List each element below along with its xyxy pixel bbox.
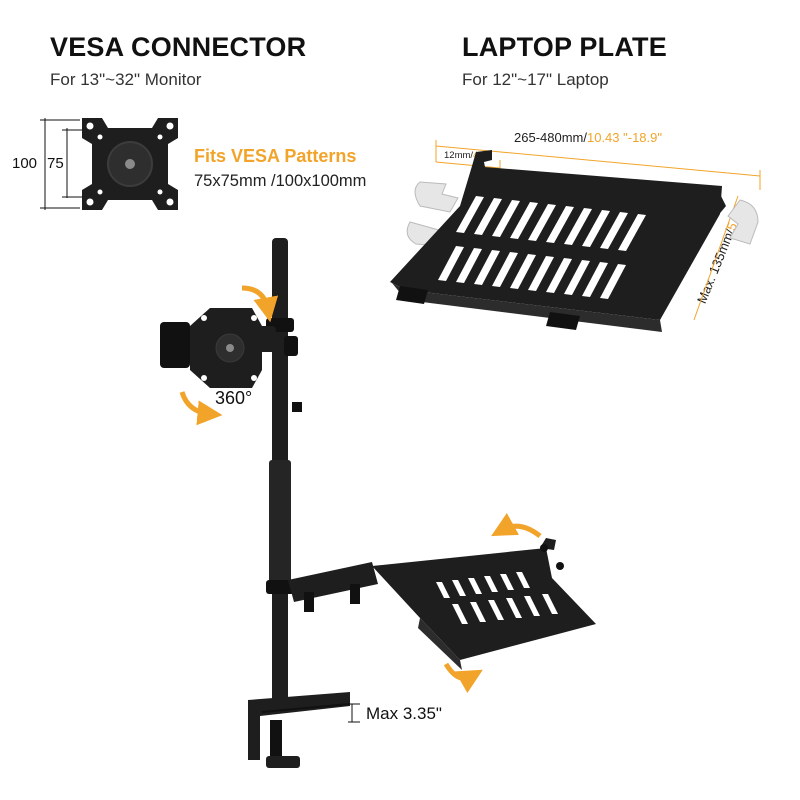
vesa-connector-title: VESA CONNECTOR [50, 32, 307, 62]
laptop-plate-diagram [390, 140, 761, 332]
vesa-dim-inner-label: 75 [47, 155, 64, 172]
laptop-rotate-arrow-top [491, 513, 542, 538]
clip-depth-mm: 12mm/ [444, 150, 474, 161]
rotate-arrow-bottom [179, 391, 223, 426]
vesa-plate-diagram [40, 118, 178, 210]
laptop-width-mm: 265-480mm/ [514, 130, 587, 145]
laptop-width-in: 10.43 "-18.9" [586, 130, 662, 145]
vesa-connector-subtitle: For 13"~32" Monitor [50, 70, 202, 89]
laptop-plate-vents [438, 196, 646, 299]
rotate-arrow-top [241, 285, 279, 323]
mount-assembly [160, 238, 596, 768]
vesa-dim-outer-label: 100 [12, 155, 38, 172]
laptop-rotate-arrow-bottom [443, 662, 483, 694]
vesa-patterns-value: 75x75mm /100x100mm [194, 172, 367, 190]
laptop-width-label: 265-480mm/10.43 "-18.9" [514, 130, 662, 145]
laptop-plate-subtitle: For 12"~17" Laptop [462, 70, 609, 89]
lower-laptop-plate [372, 538, 596, 670]
desk-clamp [248, 692, 360, 768]
rotation-label: 360° [215, 388, 253, 408]
fits-vesa-label: Fits VESA Patterns [194, 146, 357, 166]
laptop-plate-title: LAPTOP PLATE [462, 32, 667, 62]
clamp-max-label: Max 3.35" [366, 704, 442, 723]
